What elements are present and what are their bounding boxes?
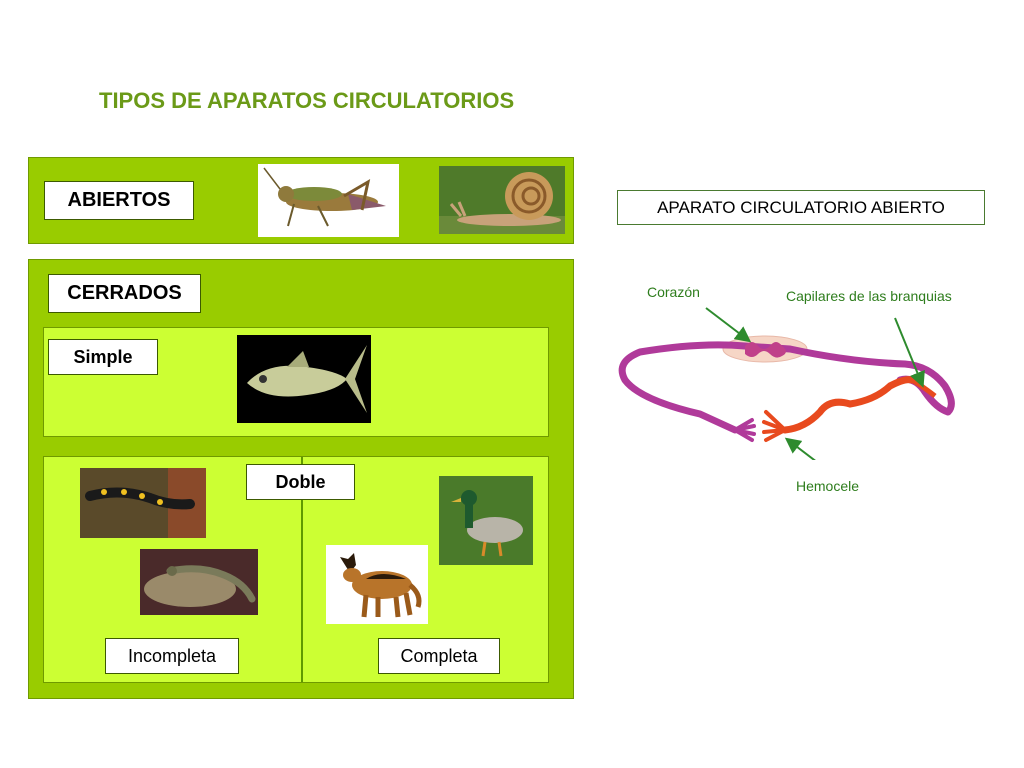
red-capillaries [762, 410, 787, 442]
diagram-title: APARATO CIRCULATORIO ABIERTO [617, 190, 985, 225]
dorsal-vessel [618, 341, 955, 434]
completa-label: Completa [378, 638, 500, 674]
heart-label: Corazón [647, 284, 700, 300]
hemocele-label: Hemocele [796, 478, 860, 494]
gills-pointer [894, 317, 925, 388]
heart-pointer [705, 307, 752, 343]
circulatory-diagram [618, 307, 955, 460]
abiertos-label: ABIERTOS [44, 181, 194, 220]
simple-label: Simple [48, 339, 158, 375]
doble-label: Doble [246, 464, 355, 500]
fish-image [237, 335, 371, 423]
cerrados-label: CERRADOS [48, 274, 201, 313]
snail-image [439, 166, 565, 234]
doble-divider [301, 457, 303, 682]
dog-image [326, 545, 428, 624]
grasshopper-image [258, 164, 399, 237]
oxygenated-vessel [781, 376, 916, 434]
heart-shape [745, 342, 786, 358]
incompleta-label: Incompleta [105, 638, 239, 674]
page-title: TIPOS DE APARATOS CIRCULATORIOS [99, 88, 515, 113]
gills-label: Capilares de las branquias [786, 288, 952, 304]
lizard-image [140, 549, 258, 615]
hemocele-pointer [784, 437, 816, 460]
salamander-image [80, 468, 206, 538]
purple-capillaries [733, 418, 756, 442]
duck-image [439, 476, 533, 565]
